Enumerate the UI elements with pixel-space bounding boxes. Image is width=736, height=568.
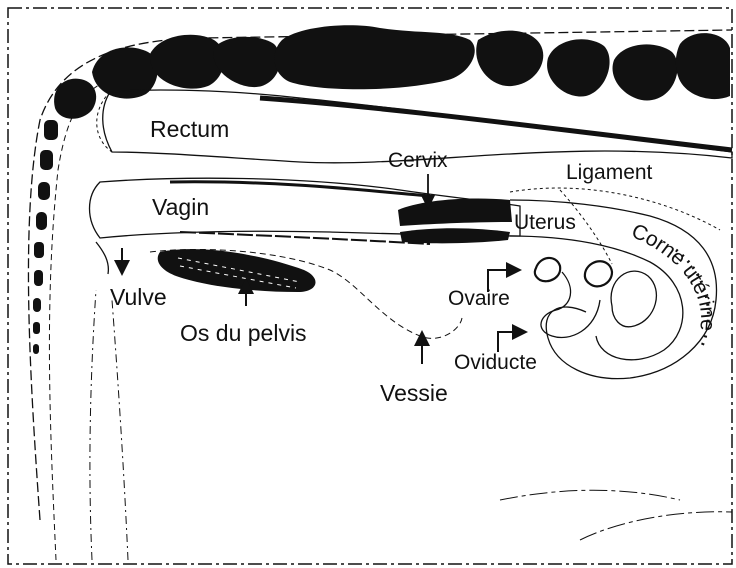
cervix-organ xyxy=(398,198,512,226)
pelvis-bone xyxy=(158,249,316,292)
horn-inner-coil xyxy=(611,271,656,327)
label-vessie: Vessie xyxy=(380,382,448,405)
vulva-outline xyxy=(96,242,108,274)
label-rectum: Rectum xyxy=(150,118,229,141)
ovary-left xyxy=(535,258,560,281)
label-oviducte: Oviducte xyxy=(454,352,537,373)
belly-contour xyxy=(500,490,732,540)
vertebrae xyxy=(54,25,730,118)
body-outline xyxy=(28,30,732,520)
tail-outline xyxy=(49,80,110,560)
label-corne-uterine: Corne utérine xyxy=(628,219,719,332)
leg-outline xyxy=(90,290,128,560)
ovary-right xyxy=(585,261,612,286)
cervix-lower xyxy=(400,228,510,243)
anus-ring xyxy=(97,92,112,152)
rectum-dorsal-band xyxy=(260,98,732,150)
label-vulve: Vulve xyxy=(110,286,167,309)
label-cervix: Cervix xyxy=(388,150,448,171)
label-ovaire: Ovaire xyxy=(448,288,510,309)
label-ligament: Ligament xyxy=(566,162,652,183)
tail-vertebrae xyxy=(33,120,58,354)
label-os-pelvis: Os du pelvis xyxy=(180,322,307,345)
label-uterus: Uterus xyxy=(514,212,576,233)
arrow-oviducte xyxy=(498,332,522,352)
label-vagin: Vagin xyxy=(152,196,209,219)
